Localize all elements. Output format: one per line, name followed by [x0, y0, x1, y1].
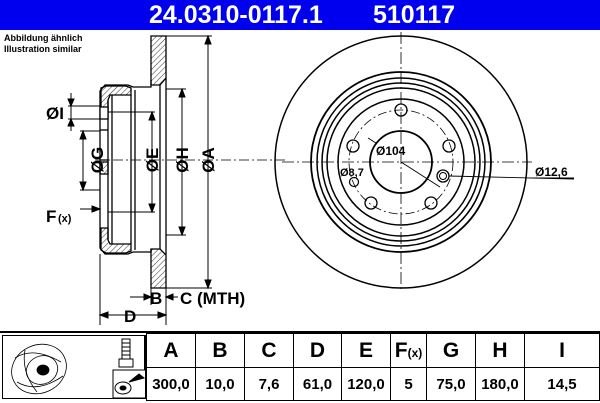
label-dia-I: ØI: [46, 104, 64, 123]
note-line-de: Abbildung ähnlich: [4, 33, 83, 43]
label-dia-A: ØA: [199, 147, 218, 173]
value-D: 61,0: [293, 367, 342, 401]
illustration-note: Abbildung ähnlich Illustration similar: [4, 33, 83, 55]
reference-number: 510117: [373, 1, 456, 29]
label-dia-H: ØH: [173, 147, 192, 173]
header-I: I: [524, 333, 600, 368]
spec-table-region: A B C D E F(x) G H I 300,0 10,0 7,6 61,0…: [0, 331, 600, 401]
label-bolt-hole: Ø12,6: [535, 165, 568, 179]
bolt-icon: [118, 338, 134, 368]
table-value-row: 300,0 10,0 7,6 61,0 120,0 5 75,0 180,0 1…: [146, 367, 600, 401]
label-B: B: [150, 289, 162, 308]
dimension-lines: [67, 34, 212, 325]
side-view-section: [99, 35, 167, 289]
header-E: E: [341, 333, 391, 368]
table-header-row: A B C D E F(x) G H I: [146, 333, 600, 368]
header-G: G: [426, 333, 476, 368]
front-view: [274, 32, 575, 292]
value-G: 75,0: [426, 367, 476, 401]
part-number: 24.0310-0117.1: [149, 1, 323, 29]
header-B: B: [195, 333, 245, 368]
value-B: 10,0: [195, 367, 245, 401]
technical-drawing: ØI ØG ØE ØH ØA F (x) B C (MTH) D: [46, 32, 575, 326]
label-C-MTH: C (MTH): [180, 289, 245, 308]
brake-disc-thumbnail-icon: [11, 338, 147, 399]
value-A: 300,0: [146, 367, 196, 401]
label-F-sub: (x): [58, 213, 72, 225]
dimension-table: A B C D E F(x) G H I 300,0 10,0 7,6 61,0…: [146, 333, 600, 401]
product-image-cell: [2, 335, 147, 399]
label-bolt-circle: Ø104: [376, 144, 406, 158]
value-C: 7,6: [244, 367, 294, 401]
value-F: 5: [390, 367, 427, 401]
value-I: 14,5: [524, 367, 600, 401]
header-A: A: [146, 333, 196, 368]
label-F: F: [46, 207, 56, 226]
label-D: D: [124, 307, 136, 326]
note-line-en: Illustration similar: [4, 44, 82, 54]
header-C: C: [244, 333, 294, 368]
grease-spray-icon: [112, 369, 147, 399]
value-H: 180,0: [475, 367, 525, 401]
header-F-sub: (x): [407, 345, 423, 360]
header-D: D: [293, 333, 342, 368]
title-bar: 24.0310-0117.1 510117: [0, 0, 600, 30]
header-F-main: F: [394, 338, 408, 362]
header-F: F(x): [390, 333, 427, 368]
label-small-hole: Ø8,7: [340, 167, 364, 179]
value-E: 120,0: [341, 367, 391, 401]
label-dia-E: ØE: [143, 148, 162, 173]
header-H: H: [475, 333, 525, 368]
label-dia-G: ØG: [88, 147, 107, 173]
